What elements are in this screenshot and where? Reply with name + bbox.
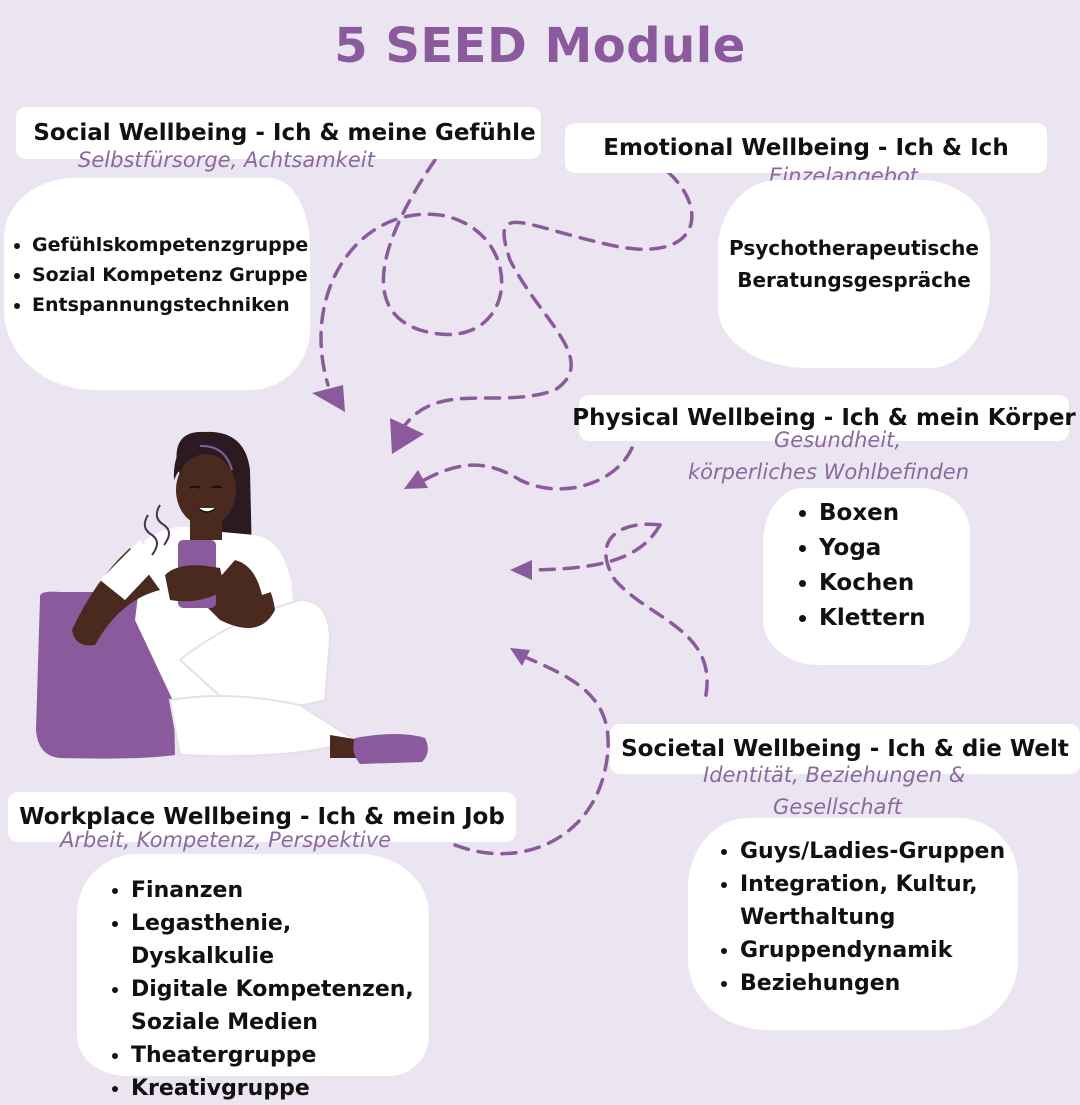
workplace-subtitle: Arbeit, Kompetenz, Perspektive xyxy=(60,828,392,852)
arrow-path-workplace xyxy=(453,653,610,856)
arrow-path-physical-3 xyxy=(518,523,662,572)
social-list: Gefühlskompetenzgruppe Sozial Kompetenz … xyxy=(10,230,310,320)
social-heading-text: Social Wellbeing - Ich & meine Gefühle xyxy=(33,120,536,146)
emotional-heading-text: Emotional Wellbeing - Ich & Ich xyxy=(603,135,1009,161)
shoe-shape xyxy=(353,734,428,764)
societal-heading-text: Societal Wellbeing - Ich & die Welt xyxy=(621,736,1069,762)
physical-list-card: Boxen Yoga Kochen Klettern xyxy=(763,488,970,665)
arrowhead-icon xyxy=(312,385,345,412)
social-subtitle: Selbstfürsorge, Achtsamkeit xyxy=(78,148,375,172)
list-item: Guys/Ladies-Gruppen xyxy=(740,835,1008,868)
right-sleeve xyxy=(235,540,292,595)
left-sleeve xyxy=(100,540,158,600)
vibration-icon xyxy=(143,504,170,556)
cushion-shape xyxy=(36,591,175,759)
arrowhead-icon xyxy=(510,560,532,580)
pants-lower xyxy=(168,695,358,757)
dashed-arrows xyxy=(312,158,709,856)
list-item: Entspannungstechniken xyxy=(32,290,310,320)
societal-heading: Societal Wellbeing - Ich & die Welt xyxy=(610,724,1080,774)
list-item: Theatergruppe xyxy=(131,1039,423,1072)
woman-with-phone-illustration xyxy=(36,431,428,764)
list-item: Gruppendynamik xyxy=(740,934,1008,967)
list-item: Sozial Kompetenz Gruppe xyxy=(32,260,310,290)
societal-list: Guys/Ladies-Gruppen Integration, Kultur,… xyxy=(718,835,1008,1000)
face xyxy=(176,454,236,526)
hands xyxy=(165,565,225,602)
leg-skin xyxy=(330,735,360,758)
arrowhead-icon xyxy=(404,470,428,489)
hair-top xyxy=(173,436,243,480)
list-item: Boxen xyxy=(819,496,970,531)
social-heading: Social Wellbeing - Ich & meine Gefühle xyxy=(16,107,541,159)
societal-list-card: Guys/Ladies-Gruppen Integration, Kultur,… xyxy=(688,818,1018,1030)
arrowhead-icon xyxy=(390,418,424,454)
physical-subtitle-line2: körperliches Wohlbefinden xyxy=(688,460,970,484)
physical-subtitle-line1: Gesundheit, xyxy=(774,428,902,452)
list-item: Gefühlskompetenzgruppe xyxy=(32,230,310,260)
list-item: Klettern xyxy=(819,601,970,636)
arrow-path-social xyxy=(319,158,504,387)
list-item: Integration, Kultur, Werthaltung xyxy=(740,868,1008,934)
emotional-text-line1: Psychotherapeutische xyxy=(729,236,979,260)
list-item: Finanzen xyxy=(131,874,423,907)
workplace-heading: Workplace Wellbeing - Ich & mein Job xyxy=(8,792,516,842)
arrowhead-icon xyxy=(510,648,530,666)
physical-heading-text: Physical Wellbeing - Ich & mein Körper xyxy=(572,405,1076,431)
emotional-heading: Emotional Wellbeing - Ich & Ich xyxy=(565,123,1047,173)
eyes xyxy=(189,485,223,489)
social-list-card: Gefühlskompetenzgruppe Sozial Kompetenz … xyxy=(4,178,310,390)
list-item: Yoga xyxy=(819,531,970,566)
mouth xyxy=(197,507,217,513)
societal-subtitle-line1: Identität, Beziehungen & xyxy=(703,763,966,787)
list-item: Beziehungen xyxy=(740,967,1008,1000)
physical-heading: Physical Wellbeing - Ich & mein Körper xyxy=(572,395,1076,441)
arrow-path-physical xyxy=(413,446,634,491)
hair-highlight xyxy=(199,444,233,471)
list-item: Kochen xyxy=(819,566,970,601)
page-title: 5 SEED Module xyxy=(334,18,746,74)
societal-subtitle-line2: Gesellschaft xyxy=(773,795,903,819)
workplace-heading-text: Workplace Wellbeing - Ich & mein Job xyxy=(19,804,505,830)
emotional-text-line2: Beratungsgespräche xyxy=(737,268,971,292)
list-item: Digitale Kompetenzen, Soziale Medien xyxy=(131,973,423,1039)
arrow-path-physical-2 xyxy=(604,522,709,702)
physical-list: Boxen Yoga Kochen Klettern xyxy=(797,496,970,636)
list-item: Legasthenie, Dyskalkulie xyxy=(131,907,423,973)
emotional-card: Psychotherapeutische Beratungsgespräche xyxy=(718,180,990,368)
arrow-path-emotional xyxy=(403,170,694,427)
